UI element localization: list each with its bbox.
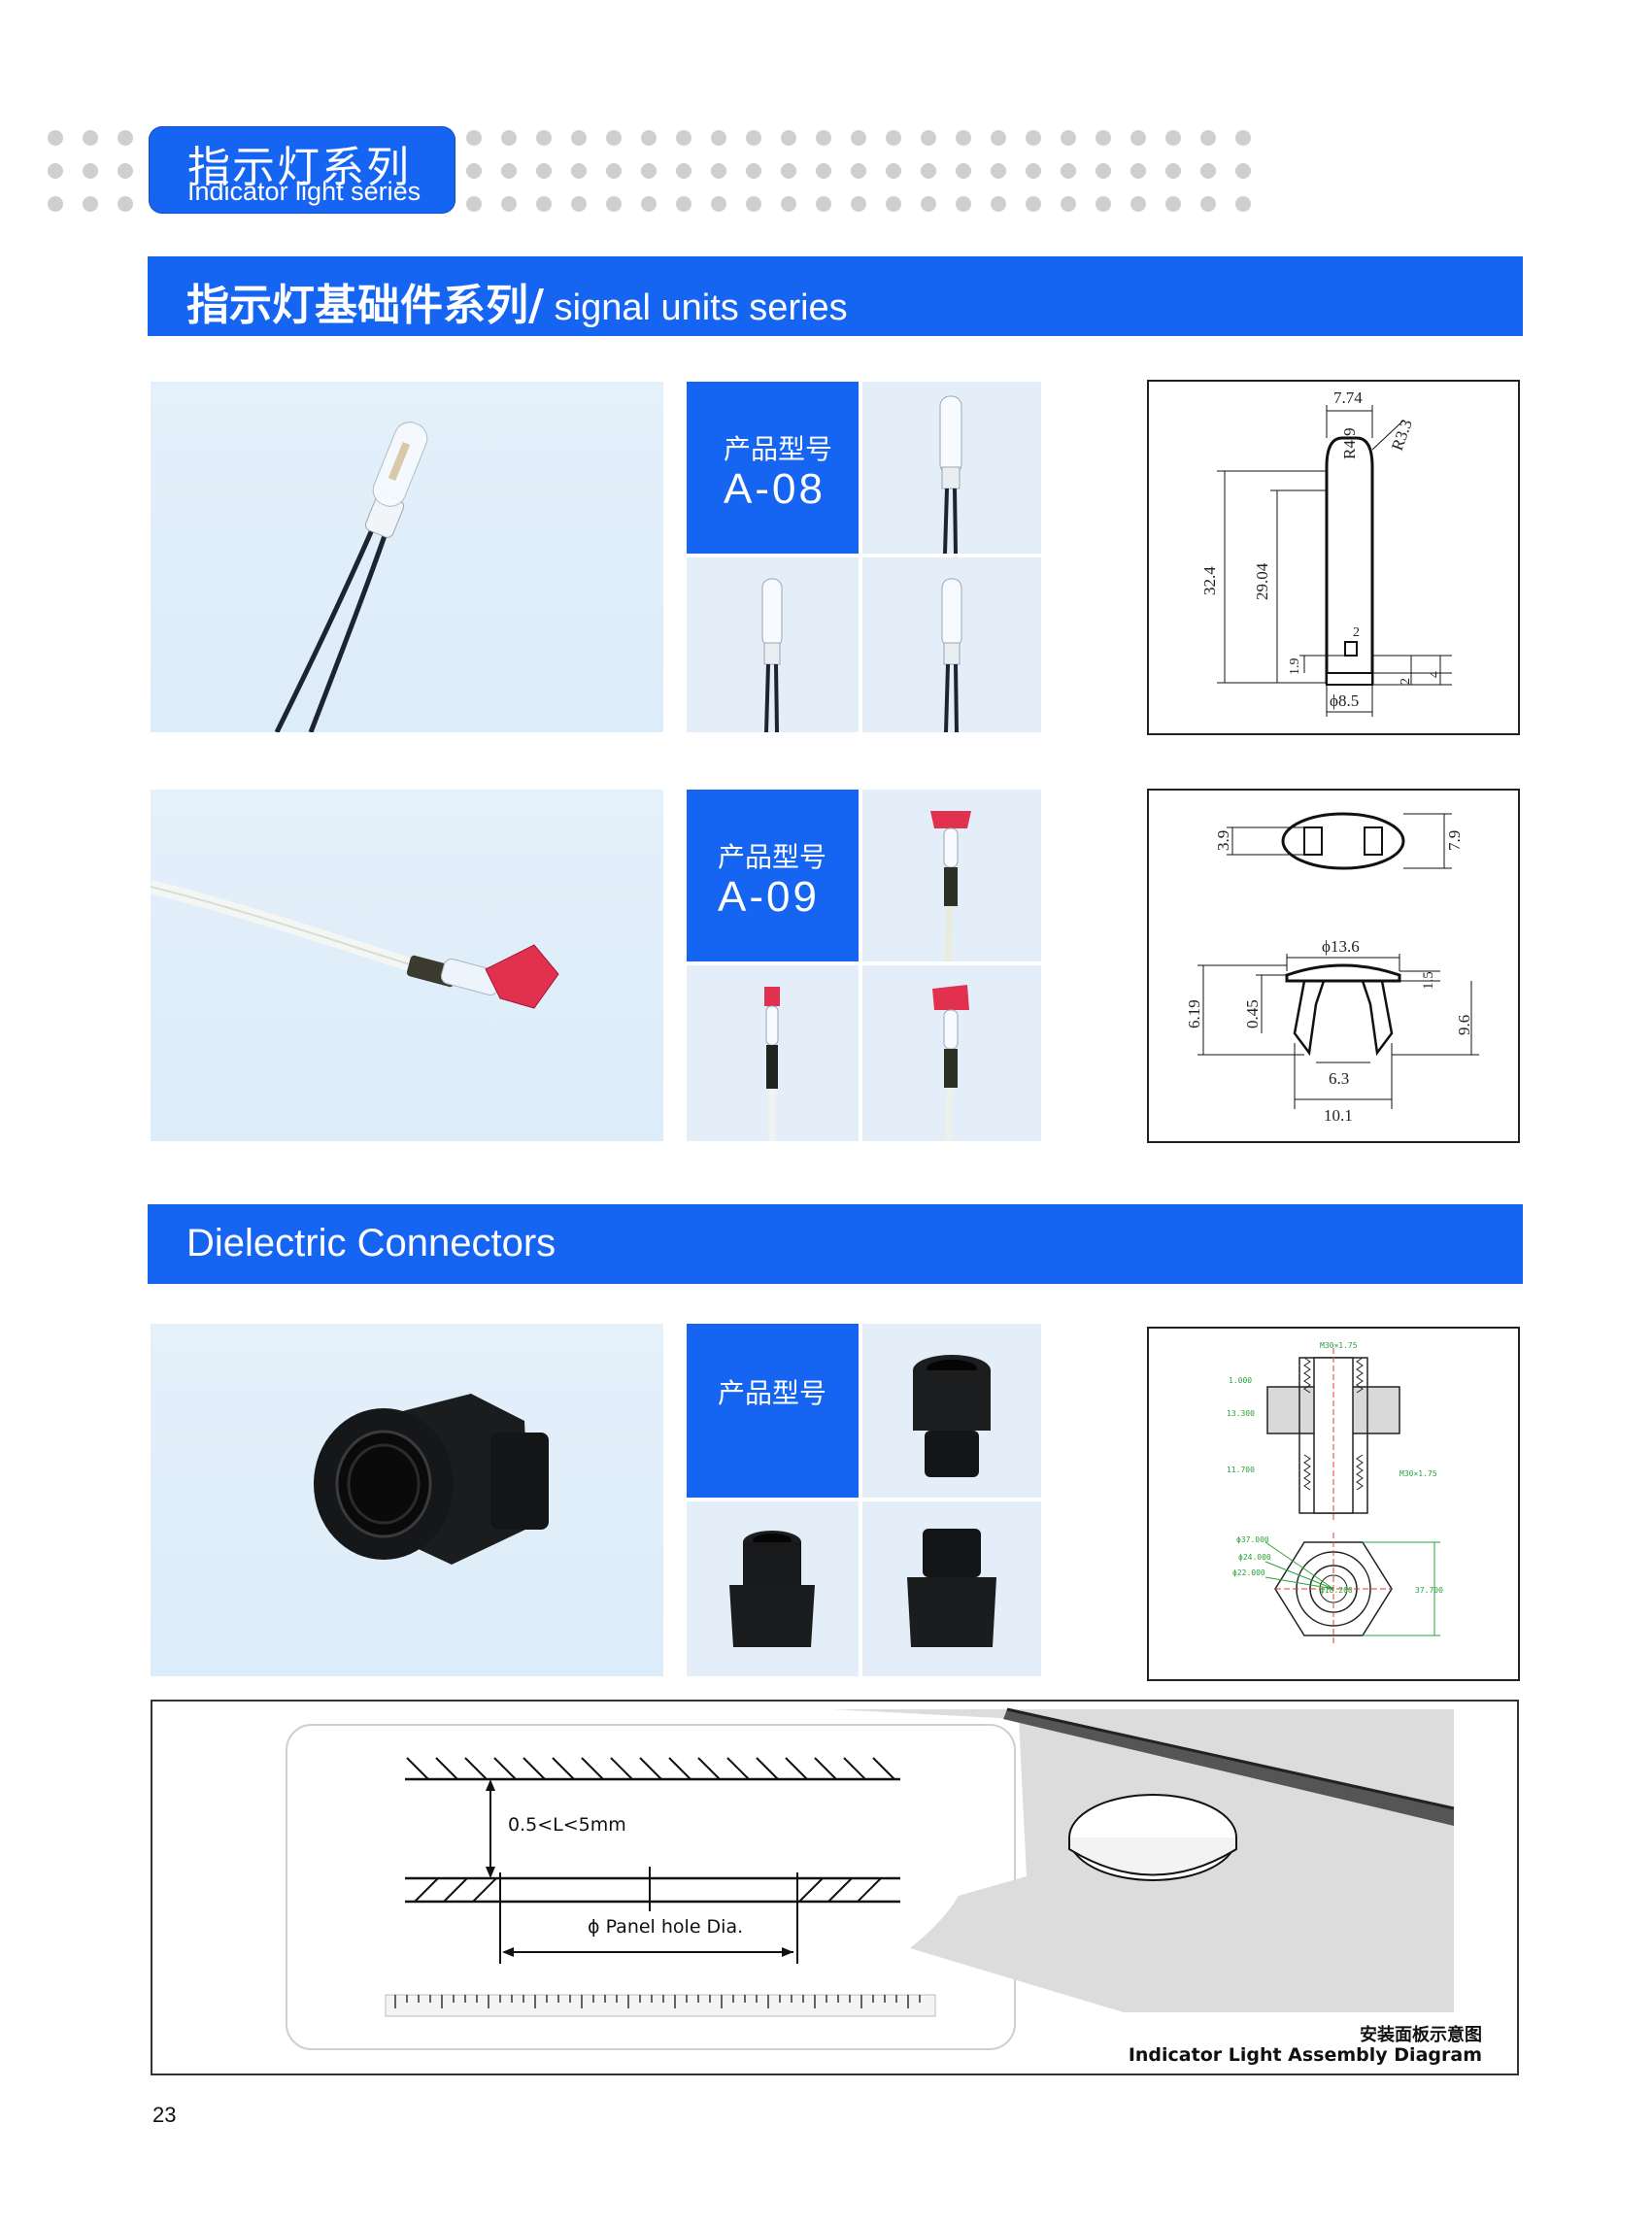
dim-clip-height: 9.6 <box>1455 1015 1473 1035</box>
model-code: A-08 <box>724 465 826 513</box>
assembly-caption-en: Indicator Light Assembly Diagram <box>1128 2044 1482 2066</box>
dim-hex-flat: 37.700 <box>1415 1586 1443 1595</box>
product-photo-connector <box>151 1324 663 1676</box>
decorative-dots-left <box>48 130 133 212</box>
model-box-a08: 产品型号 A-08 <box>687 382 859 554</box>
model-box-a09: 产品型号 A-09 <box>687 790 859 961</box>
product-thumb-a09-1 <box>862 790 1041 961</box>
series-title-en: Indicator light series <box>187 177 421 206</box>
model-label: 产品型号 <box>718 1377 827 1409</box>
dim-outer-width: 10.1 <box>1324 1106 1353 1125</box>
product-thumb-connector-3 <box>862 1501 1041 1676</box>
dim-diameter: ϕ8.5 <box>1330 691 1359 710</box>
product-thumb-a09-2 <box>687 965 859 1141</box>
dim-slot-height: 3.9 <box>1214 830 1232 851</box>
model-label: 产品型号 <box>724 433 833 465</box>
product-thumb-a08-3 <box>862 557 1041 732</box>
dim-hex-inner: ϕ22.000 <box>1232 1568 1265 1577</box>
dim-base-a: 2 <box>1399 678 1413 685</box>
decorative-dots-right <box>466 130 1251 212</box>
section-title-cn: 指示灯基础件系列/ <box>186 281 545 330</box>
technical-drawing-a09: 3.9 7.9 ϕ13.6 6.19 0.45 1.5 9.6 6.3 10.1 <box>1147 789 1520 1143</box>
product-thumb-a09-3 <box>862 965 1041 1141</box>
product-photo-a08 <box>151 382 663 732</box>
dim-height-body: 29.04 <box>1253 562 1271 600</box>
product-thumb-a08-1 <box>862 382 1041 554</box>
product-thumb-connector-2 <box>687 1501 859 1676</box>
model-box-connector: 产品型号 <box>687 1324 859 1498</box>
assembly-diagram: 0.5<L<5mm ϕ Panel hole Dia. <box>151 1700 1519 2075</box>
dim-oval-height: 7.9 <box>1445 830 1464 851</box>
panel-hole-text: ϕ Panel hole Dia. <box>588 1916 743 1938</box>
product-thumb-a08-2 <box>687 557 859 732</box>
series-title-tag: 指示灯系列 Indicator light series <box>149 126 455 214</box>
dim-overall-height: 6.19 <box>1185 999 1203 1028</box>
section-title-en: signal units series <box>544 287 848 328</box>
section-bar-dielectric-connectors: Dielectric Connectors <box>148 1204 1523 1284</box>
section-title: Dielectric Connectors <box>186 1222 556 1264</box>
dim-stem: 11.700 <box>1227 1466 1255 1474</box>
dim-width-top: 7.74 <box>1333 388 1363 407</box>
dim-hex-outer: ϕ37.000 <box>1236 1535 1269 1544</box>
panel-thickness-text: 0.5<L<5mm <box>508 1814 626 1836</box>
page-number: 23 <box>152 2103 177 2127</box>
dim-base-b: 4 <box>1428 671 1442 678</box>
dim-thread-top: M30×1.75 <box>1320 1341 1358 1350</box>
dim-step: 1.9 <box>1288 658 1302 676</box>
model-code: A-09 <box>718 873 820 921</box>
dim-height-total: 32.4 <box>1200 566 1219 595</box>
assembly-caption-cn: 安装面板示意图 <box>1360 2025 1482 2045</box>
technical-drawing-connector: M30×1.75 1.000 13.300 11.700 M30×1.75 ϕ3… <box>1147 1327 1520 1681</box>
dim-slot: 2 <box>1353 625 1360 640</box>
dim-r-large: R4.9 <box>1340 427 1359 459</box>
section-title: 指示灯基础件系列/ signal units series <box>186 270 848 332</box>
dim-offset: 1.000 <box>1229 1376 1252 1385</box>
dim-inner-width: 6.3 <box>1329 1069 1349 1088</box>
technical-drawing-a08: 7.74 R4.9 R3.3 32.4 29.04 1.9 2 2 4 ϕ8.5 <box>1147 380 1520 735</box>
dim-flange: 13.300 <box>1227 1409 1255 1418</box>
dim-hex-mid: ϕ24.000 <box>1238 1553 1271 1562</box>
dim-lip: 0.45 <box>1243 999 1262 1028</box>
series-title-cn: 指示灯系列 <box>187 143 411 192</box>
dim-thread-bottom: M30×1.75 <box>1399 1469 1437 1478</box>
product-thumb-connector-1 <box>862 1324 1041 1498</box>
section-bar-signal-units: 指示灯基础件系列/ signal units series <box>148 256 1523 336</box>
dim-hex-bore: ϕ18.200 <box>1320 1586 1353 1595</box>
model-label: 产品型号 <box>718 841 827 873</box>
dim-head-thickness: 1.5 <box>1421 971 1436 990</box>
product-photo-a09 <box>151 790 663 1141</box>
dim-head-diameter: ϕ13.6 <box>1322 937 1360 956</box>
